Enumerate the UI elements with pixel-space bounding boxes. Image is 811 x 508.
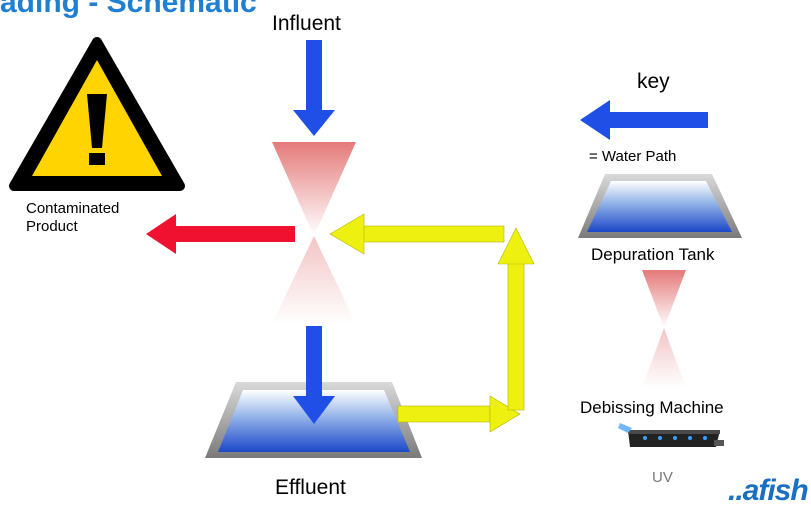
effluent-arrow: [293, 326, 335, 424]
uv-label: UV: [652, 469, 673, 486]
small-hourglass-icon: [642, 270, 686, 388]
page-title: ading - Schematic: [0, 0, 257, 19]
contaminated-product-label: Contaminated Product: [26, 200, 120, 235]
key-water-path-arrow: [580, 100, 708, 140]
depuration-tank-icon: [578, 174, 742, 238]
recirculation-arrows: [329, 213, 535, 433]
influent-arrow: [293, 40, 335, 136]
warning-triangle-icon: [9, 37, 185, 191]
hourglass-filter-icon: [272, 142, 356, 324]
depuration-tank-label: Depuration Tank: [591, 245, 715, 264]
influent-label: Influent: [272, 12, 341, 35]
key-label: key: [637, 70, 670, 93]
effluent-label: Effluent: [275, 476, 346, 499]
logo: ..afish: [728, 474, 809, 507]
contaminated-arrow: [146, 214, 295, 254]
water-path-label: = Water Path: [589, 148, 677, 165]
debissing-machine-icon: [618, 423, 724, 447]
debissing-machine-label: Debissing Machine: [580, 398, 724, 417]
